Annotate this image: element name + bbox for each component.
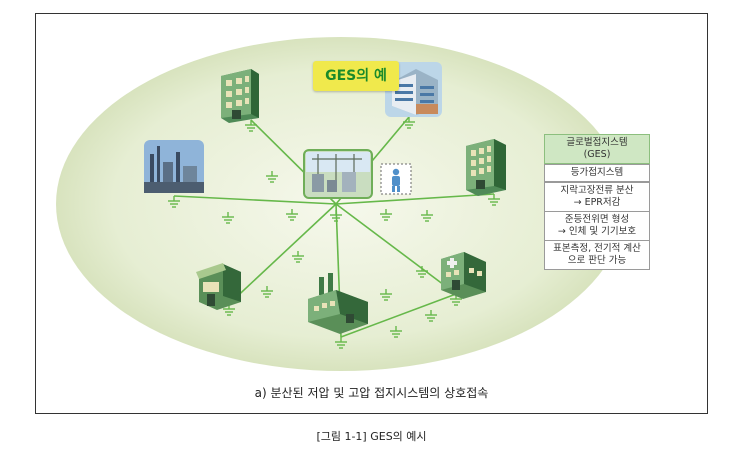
industrial-plant-icon	[144, 140, 204, 193]
panel-measurement-line-2: 으로 판단 가능	[567, 255, 627, 266]
ges-example-badge: GES의 예	[313, 61, 399, 91]
panel-equipotential: 준등전위면 형성 → 인체 및 기기보호	[544, 211, 650, 241]
panel-fault-current-line-1: 지락고장전류 분산	[560, 185, 634, 196]
office-building-icon	[221, 69, 259, 123]
panel-measurement: 표본측정, 전기적 계산 으로 판단 가능	[544, 240, 650, 270]
panel-equivalent-grounding-line-1: 등가접지스템	[570, 167, 624, 178]
substation-icon	[303, 149, 373, 199]
hospital-icon	[441, 252, 486, 299]
figure-frame: GES의 예 글로벌접지스템 (GES) 등가접지스템 지락고장전류 분산 → …	[35, 13, 708, 414]
panel-equivalent-grounding: 등가접지스템	[544, 164, 650, 182]
panel-equipotential-line-1: 준등전위면 형성	[564, 214, 630, 225]
shop-icon	[196, 263, 241, 310]
panel-fault-current-line-2: → EPR저감	[573, 197, 621, 208]
panel-measurement-line-1: 표본측정, 전기적 계산	[553, 243, 641, 254]
ges-diagram	[56, 37, 626, 371]
panel-ges: 글로벌접지스템 (GES)	[544, 134, 650, 164]
figure-caption: [그림 1-1] GES의 예시	[316, 430, 427, 443]
subfigure-caption: a) 분산된 저압 및 고압 접지시스템의 상호접속	[254, 386, 489, 400]
panel-ges-line-1: 글로벌접지스템	[566, 137, 628, 148]
panel-ges-line-2: (GES)	[583, 149, 611, 160]
apartment-building-icon	[466, 139, 506, 196]
panel-equipotential-line-2: → 인체 및 기기보호	[557, 226, 637, 237]
factory-icon	[308, 273, 368, 334]
person-icon	[380, 163, 412, 195]
panel-fault-current: 지락고장전류 분산 → EPR저감	[544, 182, 650, 212]
